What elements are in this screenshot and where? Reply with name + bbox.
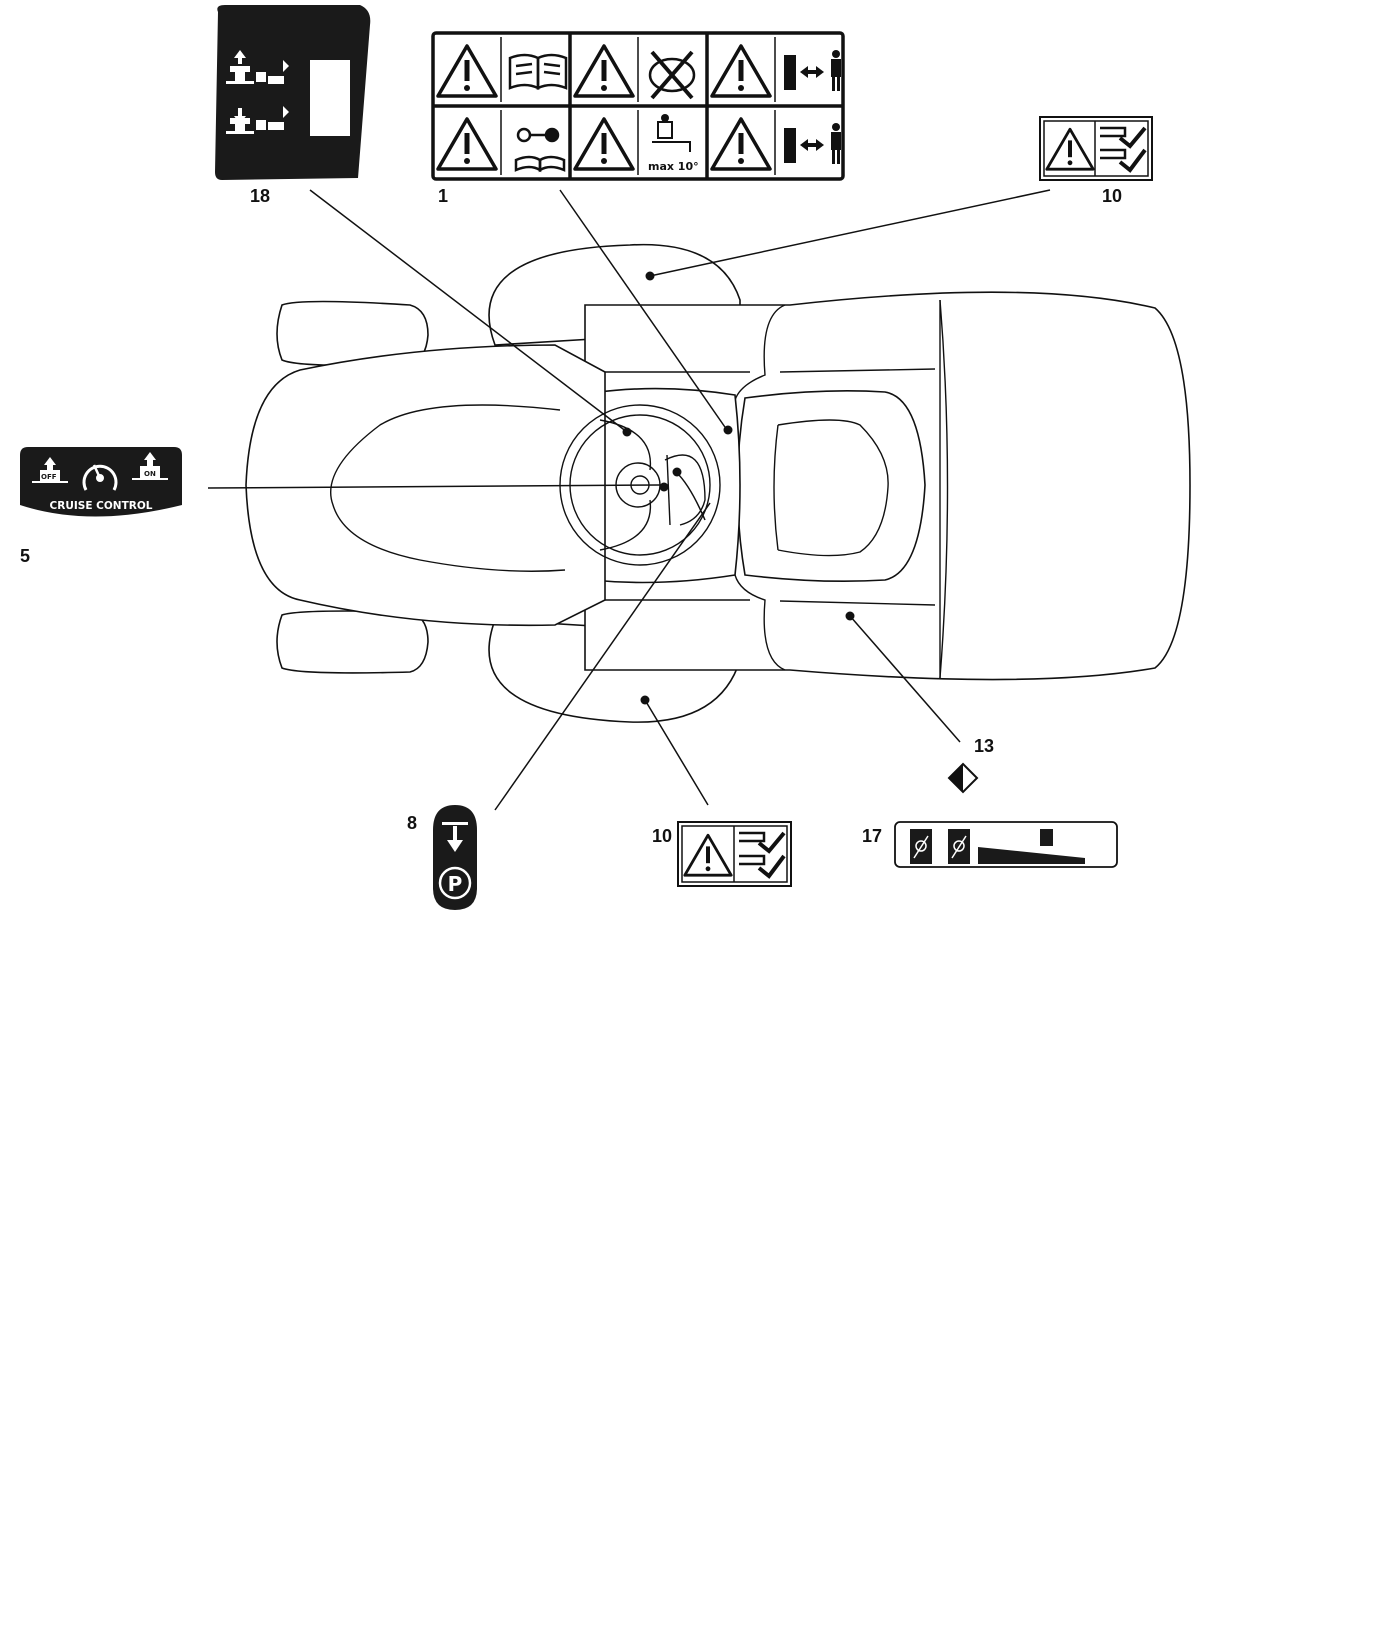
manual-book-icon <box>508 53 568 90</box>
decal-1-safety-warnings: max 10° <box>431 31 845 181</box>
svg-text:P: P <box>448 872 463 896</box>
decal-5-cruise-control: OFF ON CRUISE CONTROL <box>20 447 182 517</box>
callout-10-top: 10 <box>1102 186 1122 206</box>
cruise-on-label: ON <box>144 470 156 478</box>
decal-17-speed-ramp <box>894 821 1118 868</box>
hood <box>245 344 606 627</box>
callout-13: 13 <box>974 736 994 756</box>
checkmark-icon <box>1100 126 1147 173</box>
no-passengers-icon <box>648 50 696 100</box>
keep-distance-arrow-icon <box>784 50 841 91</box>
callout-10-bottom: 10 <box>652 826 672 846</box>
cruise-off-label: OFF <box>41 473 57 481</box>
front-wheel-bottom <box>276 610 429 674</box>
speedometer-icon <box>82 464 118 491</box>
slope-max-label: max 10° <box>648 160 699 173</box>
tractor-outline <box>245 243 1191 723</box>
decal-10-top <box>1039 116 1153 181</box>
leader-dots <box>622 271 855 705</box>
slope-icon: max 10° <box>648 114 699 173</box>
callout-18: 18 <box>250 186 270 206</box>
parking-icon: P <box>438 866 472 900</box>
decal-18-lift-control <box>215 5 371 180</box>
speed-ramp-icon <box>978 847 1085 864</box>
callout-1: 1 <box>438 186 448 206</box>
decal-8-parking-brake: P <box>433 805 477 910</box>
callout-5: 5 <box>20 546 30 566</box>
keep-distance-arrow-icon <box>784 123 841 164</box>
decal-13: 13 <box>947 736 994 794</box>
key-icon <box>514 127 566 173</box>
leader-lines <box>207 189 1051 811</box>
seat <box>736 390 926 583</box>
arrow-down-icon <box>442 822 468 852</box>
decal-10-bottom <box>677 821 792 887</box>
callout-17: 17 <box>862 826 882 846</box>
callout-8: 8 <box>407 813 417 833</box>
diamond-icon <box>947 762 979 794</box>
cruise-control-caption: CRUISE CONTROL <box>50 500 153 512</box>
checkmark-icon <box>739 831 786 879</box>
